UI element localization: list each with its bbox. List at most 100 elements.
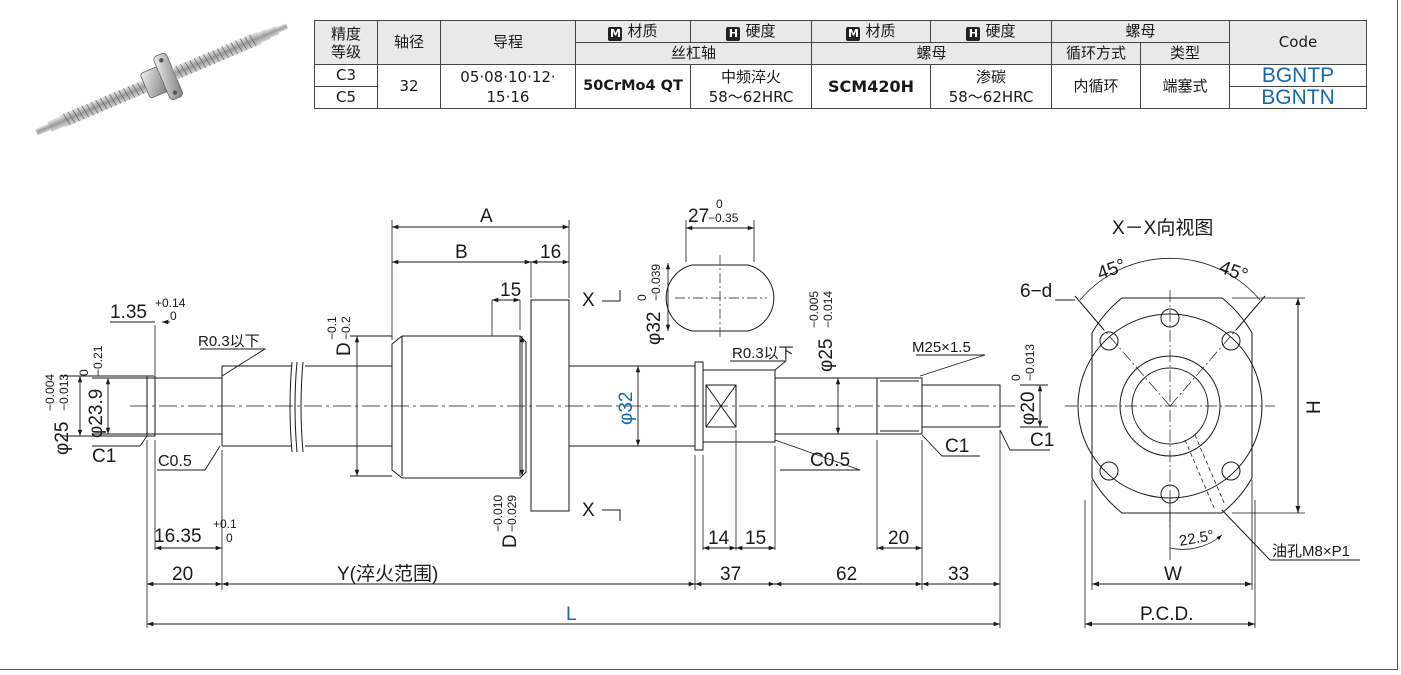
dim-d-bottom-label: D <box>500 534 521 548</box>
dim-14-label: 14 <box>708 528 730 549</box>
dim-phi23-9-label: φ23.9 <box>86 389 107 438</box>
tol-16-35-lower: 0 <box>226 531 233 545</box>
header-precision-line1: 精度 <box>330 24 361 43</box>
material-badge-icon: M <box>846 27 861 41</box>
tol-phi23-9-lower: −0.21 <box>91 345 105 376</box>
extension-lines <box>146 220 1001 628</box>
header-shaft-hardness-label: 硬度 <box>745 22 776 40</box>
tol-d-top-upper: −0.1 <box>325 316 339 340</box>
vertical-dimension-labels: φ25 −0.004 −0.013 φ23.9 0 −0.21 D −0.1 −… <box>43 264 1039 548</box>
dimension-labels: A B 16 15 27 0 −0.35 1.35 +0.14 0 R0.3以下… <box>92 197 1350 625</box>
header-screw-shaft: 丝杠轴 <box>575 42 812 65</box>
dim-h-label: H <box>1304 400 1325 414</box>
cell-nut-hardness-line1: 渗碳 <box>975 67 1006 86</box>
r03-left-label: R0.3以下 <box>198 333 260 350</box>
tol-phi25-right-upper: −0.005 <box>807 291 821 328</box>
dim-phi32-flat-label: φ32 <box>644 312 665 345</box>
dim-phi32-blue-label: φ32 <box>616 392 637 425</box>
dim-a-label: A <box>480 206 493 227</box>
tol-d-bottom-lower: −0.029 <box>505 495 519 532</box>
cell-shaft-dia: 32 <box>377 64 441 109</box>
cell-shaft-material: 50CrMo4 QT <box>575 64 691 109</box>
tol-1-35-upper: +0.14 <box>155 296 186 310</box>
dim-b-label: B <box>455 242 468 263</box>
section-markers <box>602 290 621 521</box>
flat-section-view <box>665 255 775 340</box>
c05-right-label: C0.5 <box>810 450 850 471</box>
tol-phi32-flat-upper: 0 <box>635 294 649 301</box>
dim-20-mid-label: 20 <box>888 528 909 549</box>
hardness-badge-icon: H <box>726 27 741 41</box>
cell-code-bgntn[interactable]: BGNTN <box>1229 86 1367 109</box>
dim-33-label: 33 <box>948 564 969 585</box>
tol-phi25-left-upper: −0.004 <box>43 374 57 411</box>
header-shaft-dia: 轴径 <box>377 20 441 65</box>
header-nut-hardness-label: 硬度 <box>985 22 1016 40</box>
dim-27-label: 27 <box>688 206 709 227</box>
tol-27-lower: −0.35 <box>708 211 739 225</box>
dim-phi20-label: φ20 <box>1018 392 1039 425</box>
angle-45-left: 45° <box>1095 255 1129 285</box>
header-nut-material-label: 材质 <box>865 22 896 40</box>
dim-pcd-label: P.C.D. <box>1140 604 1194 625</box>
dim-phi25-left-label: φ25 <box>52 422 73 455</box>
header-lead: 导程 <box>440 20 576 65</box>
r03-right-label: R0.3以下 <box>732 345 794 362</box>
tol-27-upper: 0 <box>716 197 723 211</box>
header-shaft-material-label: 材质 <box>627 22 658 40</box>
section-x-bottom: X <box>582 500 595 521</box>
dim-w-label: W <box>1164 564 1182 585</box>
c1-right-label: C1 <box>1030 430 1054 451</box>
hardness-badge-icon: H <box>966 27 981 41</box>
dim-16-35-label: 16.35 <box>154 526 202 547</box>
dim-20-left-label: 20 <box>172 564 193 585</box>
cell-lead-line1: 05·08·10·12· <box>460 67 556 86</box>
cell-lead: 05·08·10·12·15·16 <box>440 64 576 109</box>
header-precision-line2: 等级 <box>330 42 361 61</box>
c1-mid-label: C1 <box>945 436 969 457</box>
dim-y-label: Y(淬火范围) <box>337 563 438 585</box>
tol-phi23-9-upper: 0 <box>77 369 91 376</box>
cell-shaft-hardness-line1: 中频淬火 <box>720 67 781 86</box>
product-photo <box>35 23 289 136</box>
cell-shaft-hardness-line2: 58〜62HRC <box>708 87 794 106</box>
tol-d-top-lower: −0.2 <box>339 316 353 340</box>
tol-16-35-upper: +0.1 <box>213 517 237 531</box>
view-title: X－X向视图 <box>1112 217 1213 239</box>
dim-15-top-label: 15 <box>500 280 521 301</box>
cell-type: 端塞式 <box>1140 64 1230 109</box>
angle-45-right: 45° <box>1216 257 1250 287</box>
thread-label: M25×1.5 <box>912 339 971 356</box>
tol-phi25-right-lower: −0.014 <box>821 291 835 328</box>
cell-precision-c5: C5 <box>314 86 378 109</box>
header-circulation: 循环方式 <box>1051 42 1141 65</box>
tol-d-bottom-upper: −0.010 <box>491 495 505 532</box>
dim-phi25-right-label: φ25 <box>816 339 837 372</box>
holes-label: 6−d <box>1020 281 1052 302</box>
cell-lead-line2: 15·16 <box>486 87 530 106</box>
oil-hole-label: 油孔M8×P1 <box>1272 543 1350 560</box>
dim-15-bottom-label: 15 <box>745 528 766 549</box>
tol-phi32-flat-lower: −0.039 <box>649 264 663 301</box>
tol-1-35-lower: 0 <box>170 309 177 323</box>
dim-16-label: 16 <box>540 242 561 263</box>
angle-22-5-label: 22.5° <box>1178 527 1216 550</box>
dimension-lines <box>60 224 1050 627</box>
dim-d-top-label: D <box>334 342 355 356</box>
dim-l-label: L <box>566 604 577 625</box>
dim-37-label: 37 <box>720 564 741 585</box>
material-badge-icon: M <box>608 27 623 41</box>
header-nut-material: M 材质 <box>811 20 931 43</box>
header-type: 类型 <box>1140 42 1230 65</box>
cell-nut-hardness-line2: 58〜62HRC <box>948 87 1034 106</box>
dim-1-35-label: 1.35 <box>110 302 147 323</box>
section-x-top: X <box>582 290 595 311</box>
flange-view <box>1055 257 1360 628</box>
header-precision: 精度 等级 <box>314 20 378 65</box>
header-nut-group: 螺母 <box>1051 20 1230 43</box>
